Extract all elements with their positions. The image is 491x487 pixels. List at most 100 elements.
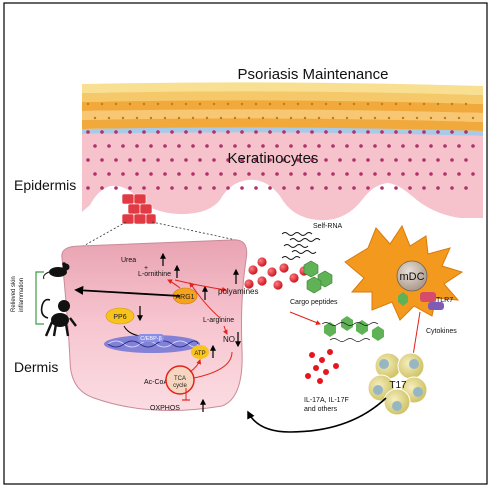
pp6-badge: PP6 [105,307,135,325]
keratinocyte-nucleus [128,130,132,134]
keratinocyte-nucleus [443,116,447,120]
keratinocyte-nucleus [240,186,244,190]
keratinocyte-nucleus [380,186,384,190]
keratinocyte-nucleus [394,130,398,134]
keratinocyte-nucleus [275,172,279,176]
keratinocyte-nucleus [142,186,146,190]
keratinocyte-nucleus [331,172,335,176]
keratinocyte-nucleus [345,144,349,148]
no-inhibit-tca [193,351,233,379]
self-rna [281,232,321,260]
keratinocyte-nucleus [198,186,202,190]
keratinocyte-nucleus [93,144,97,148]
keratinocyte-nucleus [394,102,398,106]
keratinocyte-nucleus [212,186,216,190]
keratinocyte-nucleus [450,158,454,162]
keratinocyte-nucleus [268,130,272,134]
keratinocyte-nucleus [429,172,433,176]
arg1-label: ARG1 [175,294,194,301]
keratinocyte-nucleus [324,102,328,106]
tca-cycle: TCA cycle [165,365,195,395]
keratinocyte-nucleus [114,158,118,162]
il-dots [305,349,339,384]
keratinocyte-nucleus [366,158,370,162]
epidermis-label: Epidermis [14,177,76,193]
keratinocyte-nucleus [212,102,216,106]
keratinocyte-nucleus [219,144,223,148]
keratinocyte-nucleus [128,186,132,190]
keratinocyte-nucleus [282,158,286,162]
keratinocyte-nucleus [401,172,405,176]
l-arginine-label: L-arginine [203,317,234,324]
keratinocyte-nucleus [142,158,146,162]
keratinocyte-nucleus [359,144,363,148]
keratinocyte-nucleus [184,130,188,134]
keratinocyte-nucleus [436,102,440,106]
keratinocyte-nucleus [310,130,314,134]
keratinocyte-nucleus [310,158,314,162]
keratinocyte-nucleus [359,172,363,176]
keratinocyte-nucleus [380,102,384,106]
relieved-bracket [35,271,44,325]
keratinocyte-nucleus [233,172,237,176]
keratinocyte-nucleus [261,116,265,120]
keratinocyte-nucleus [282,186,286,190]
keratinocyte-nucleus [457,116,461,120]
keratinocyte-nucleus [380,158,384,162]
cytokines-label: Cytokines [426,328,457,335]
keratinocyte-nucleus [457,172,461,176]
keratinocyte-nuclei [86,102,475,190]
keratinocyte-nucleus [128,158,132,162]
keratinocyte-nucleus [408,186,412,190]
mouse-icon [43,262,70,280]
keratinocyte-nucleus [359,116,363,120]
keratinocyte-nucleus [289,172,293,176]
keratinocyte-nucleus [93,116,97,120]
keratinocyte-nucleus [254,130,258,134]
keratinocyte-nucleus [380,130,384,134]
keratinocyte-nucleus [429,144,433,148]
keratinocytes-label: Keratinocytes [228,150,319,167]
keratinocyte-nucleus [86,158,90,162]
arginine-to-ornithine-arrow [189,282,221,319]
tca-to-atp-arrow [189,359,202,373]
keratinocyte-nucleus [226,130,230,134]
keratinocyte-nucleus [100,130,104,134]
keratinocyte-nucleus [177,144,181,148]
keratinocyte-nucleus [240,130,244,134]
keratinocyte-nucleus [100,186,104,190]
monkey-icon [40,298,77,337]
keratinocyte-nucleus [226,186,230,190]
keratinocyte-nucleus [296,130,300,134]
keratinocyte-nucleus [261,144,265,148]
polyamines-label: polyamines [218,287,258,296]
keratinocyte-nucleus [338,130,342,134]
keratinocyte-nucleus [254,158,258,162]
keratinocyte-nucleus [107,116,111,120]
atp-badge: ATP [191,345,209,359]
keratinocyte-nucleus [303,144,307,148]
keratinocyte-nucleus [142,130,146,134]
cargo-peptides-label: Cargo peptides [290,299,338,306]
keratinocyte-nucleus [331,116,335,120]
keratinocyte-nucleus [394,186,398,190]
keratinocyte-nucleus [191,172,195,176]
keratinocyte-nucleus [394,158,398,162]
keratinocyte-nucleus [450,102,454,106]
keratinocyte-nucleus [254,102,258,106]
t17-cells [367,352,428,416]
keratinocyte-nucleus [219,172,223,176]
no-label: NO [223,335,235,344]
arg1-to-ornithine-arrow [167,279,181,289]
keratinocyte-nucleus [184,102,188,106]
keratinocyte-nucleus [156,130,160,134]
cebpb-label: C/EBP-β [140,336,162,342]
keratinocyte-nucleus [436,130,440,134]
keratinocyte-nucleus [289,144,293,148]
keratinocyte-nucleus [205,144,209,148]
peptides-to-complex-arrow [289,311,321,325]
keratinocyte-nucleus [107,172,111,176]
mdc-label: mDC [399,271,424,283]
keratinocyte-nucleus [289,116,293,120]
keratinocyte-nucleus [212,130,216,134]
